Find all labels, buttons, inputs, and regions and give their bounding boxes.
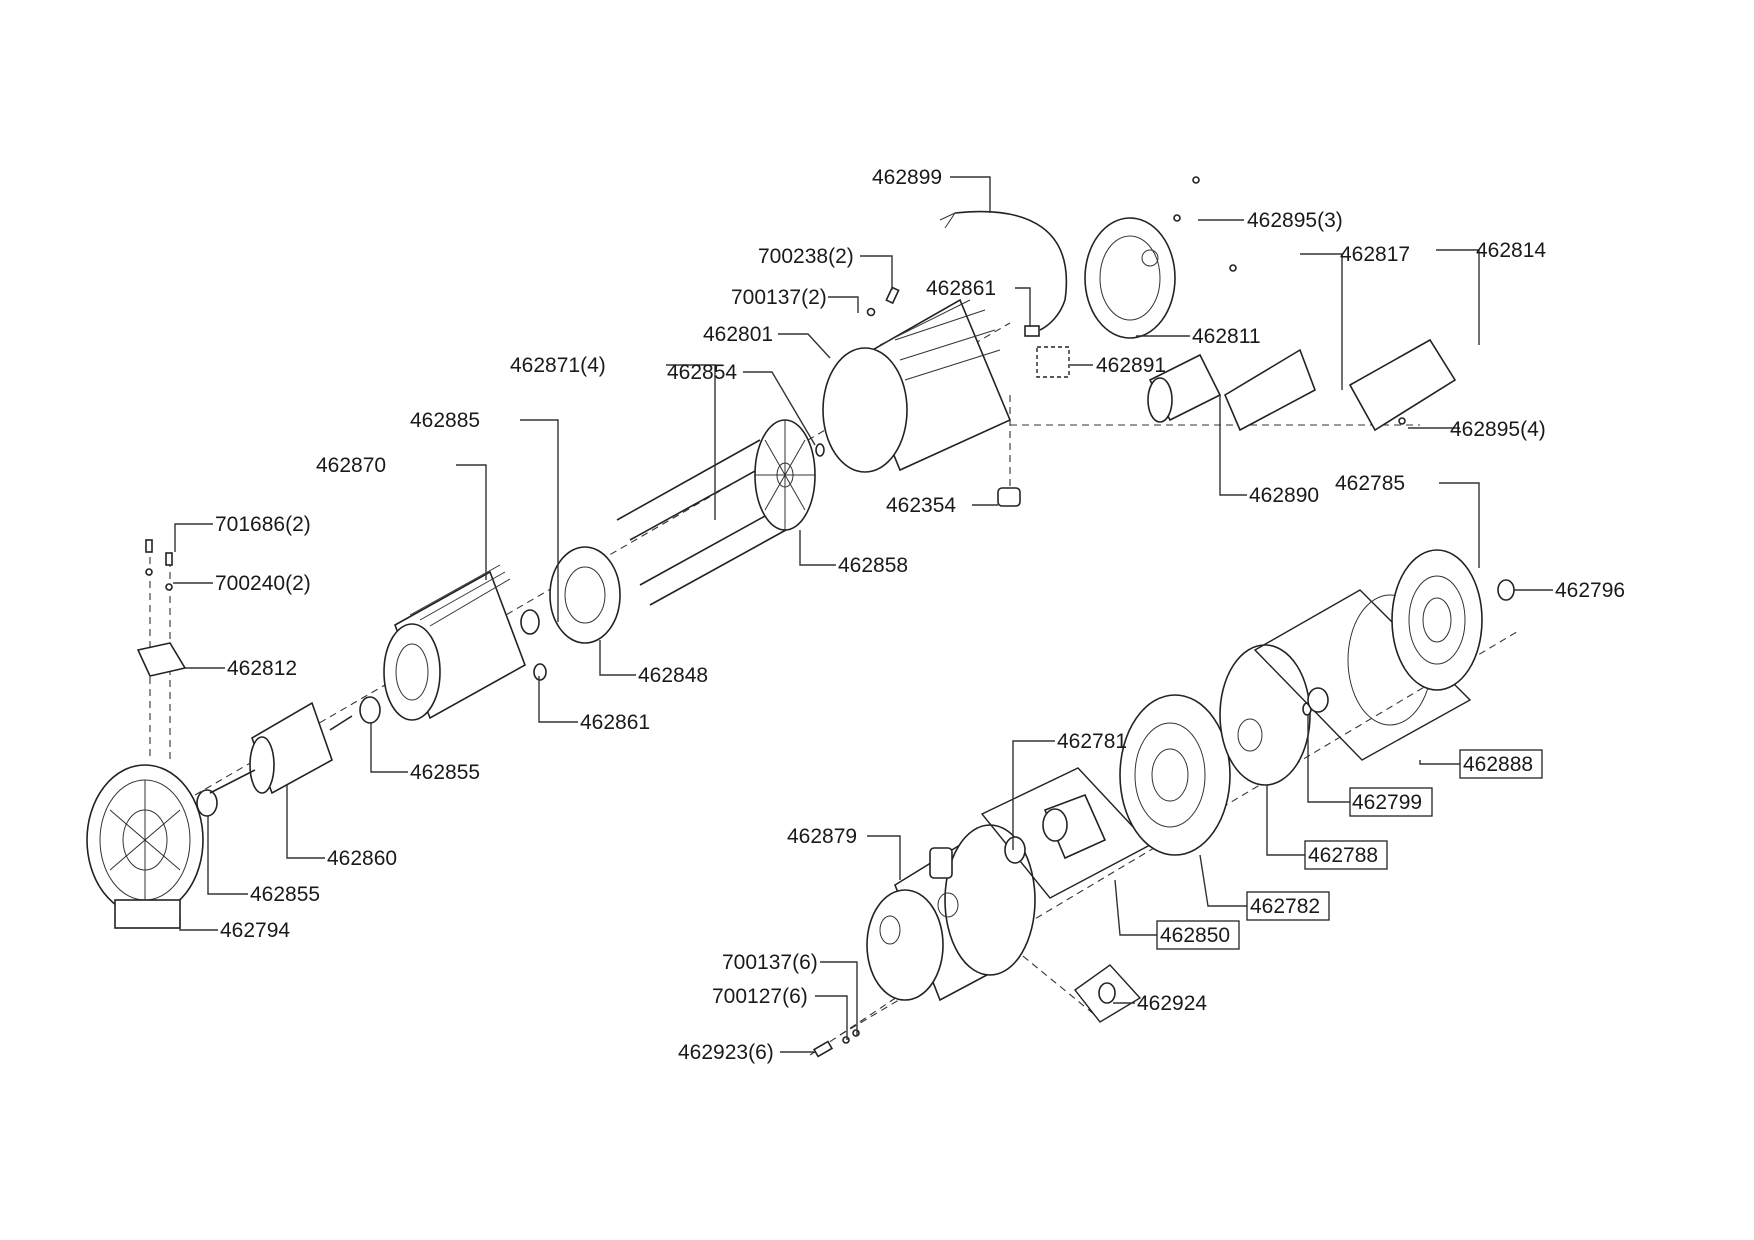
label-462817: 462817 [1340, 243, 1410, 266]
drain-plug-kit-part [1073, 964, 1142, 1023]
washer-462796-part [1497, 579, 1515, 601]
label-700127-6: 700127(6) [712, 985, 808, 1008]
label-462924: 462924 [1137, 992, 1207, 1015]
label-462861-mid: 462861 [580, 711, 650, 734]
label-701686-2: 701686(2) [215, 513, 311, 536]
bracket-part [136, 642, 187, 677]
label-462812: 462812 [227, 657, 297, 680]
label-462891: 462891 [1096, 354, 1166, 377]
label-462788: 462788 [1308, 844, 1378, 867]
label-462354: 462354 [886, 494, 956, 517]
label-boxes [1156, 749, 1543, 950]
label-462855-b: 462855 [250, 883, 320, 906]
label-700137-6: 700137(6) [722, 951, 818, 974]
label-462811: 462811 [1192, 325, 1261, 348]
washer-700137-part [866, 307, 876, 317]
plug-462354-part [997, 487, 1021, 507]
label-700240-2: 700240(2) [215, 572, 311, 595]
label-462801: 462801 [703, 323, 773, 346]
label-700137-2: 700137(2) [731, 286, 827, 309]
stator-part [383, 564, 526, 721]
capacitor-part [1147, 353, 1222, 423]
seal-kit-part [1253, 589, 1472, 761]
seal-plate-part [1391, 549, 1483, 691]
label-700238-2: 700238(2) [758, 245, 854, 268]
part-labels: 462899 462895(3) 700238(2) 462817 462814… [215, 166, 1625, 1064]
label-462854: 462854 [667, 361, 737, 384]
power-cable-part [954, 210, 1068, 331]
end-housing-part [86, 764, 204, 929]
label-462794: 462794 [220, 919, 290, 942]
tie-rods-part [616, 439, 796, 606]
cable-gland-part [1024, 325, 1040, 337]
rotor-part [209, 701, 353, 795]
label-462923-6: 462923(6) [678, 1041, 774, 1064]
terminal-cover-part [1084, 217, 1176, 339]
label-462870: 462870 [316, 454, 386, 477]
label-462850: 462850 [1160, 924, 1230, 947]
label-462848: 462848 [638, 664, 708, 687]
bolts-462923-part [812, 1029, 860, 1058]
label-462781: 462781 [1057, 730, 1127, 753]
bearing-rear-part [359, 696, 381, 724]
label-462799: 462799 [1352, 791, 1422, 814]
motor-bracket-part [549, 546, 621, 644]
label-462879: 462879 [787, 825, 857, 848]
motor-housing-part [822, 298, 1012, 473]
terminal-screws-part [1036, 346, 1070, 378]
capacitor-cover-part [1348, 338, 1457, 432]
screws-701686-part [145, 539, 173, 591]
label-462890: 462890 [1249, 484, 1319, 507]
label-462895-3: 462895(3) [1247, 209, 1343, 232]
bolt-axis-line [809, 984, 916, 1056]
label-462785: 462785 [1335, 472, 1405, 495]
label-462899: 462899 [872, 166, 942, 189]
fan-part [754, 419, 816, 531]
pump-body-part [866, 824, 1036, 1002]
label-462861-top: 462861 [926, 277, 996, 300]
label-462895-4: 462895(4) [1450, 418, 1546, 441]
label-462888: 462888 [1463, 753, 1533, 776]
impeller-housing-part [1119, 694, 1231, 856]
label-462885: 462885 [410, 409, 480, 432]
washer-462854-part [815, 443, 825, 457]
label-462796: 462796 [1555, 579, 1625, 602]
impeller-part [1219, 644, 1311, 786]
oring-462885-part [520, 609, 540, 635]
label-462855-a: 462855 [410, 761, 480, 784]
plug-462861-mid-part [533, 663, 547, 681]
label-462860: 462860 [327, 847, 397, 870]
label-462858: 462858 [838, 554, 908, 577]
screw-700238-part [885, 286, 900, 305]
label-462814: 462814 [1476, 239, 1546, 262]
bearing-front-part [196, 789, 218, 817]
gasket-462817-part [1223, 348, 1316, 432]
label-462782: 462782 [1250, 895, 1320, 918]
screw-462895-4-part [1398, 417, 1406, 425]
label-462871-4: 462871(4) [510, 354, 606, 377]
leader-lines [173, 176, 1553, 1053]
screws-462895-3-part [1173, 176, 1237, 272]
cable-wires [939, 212, 956, 229]
